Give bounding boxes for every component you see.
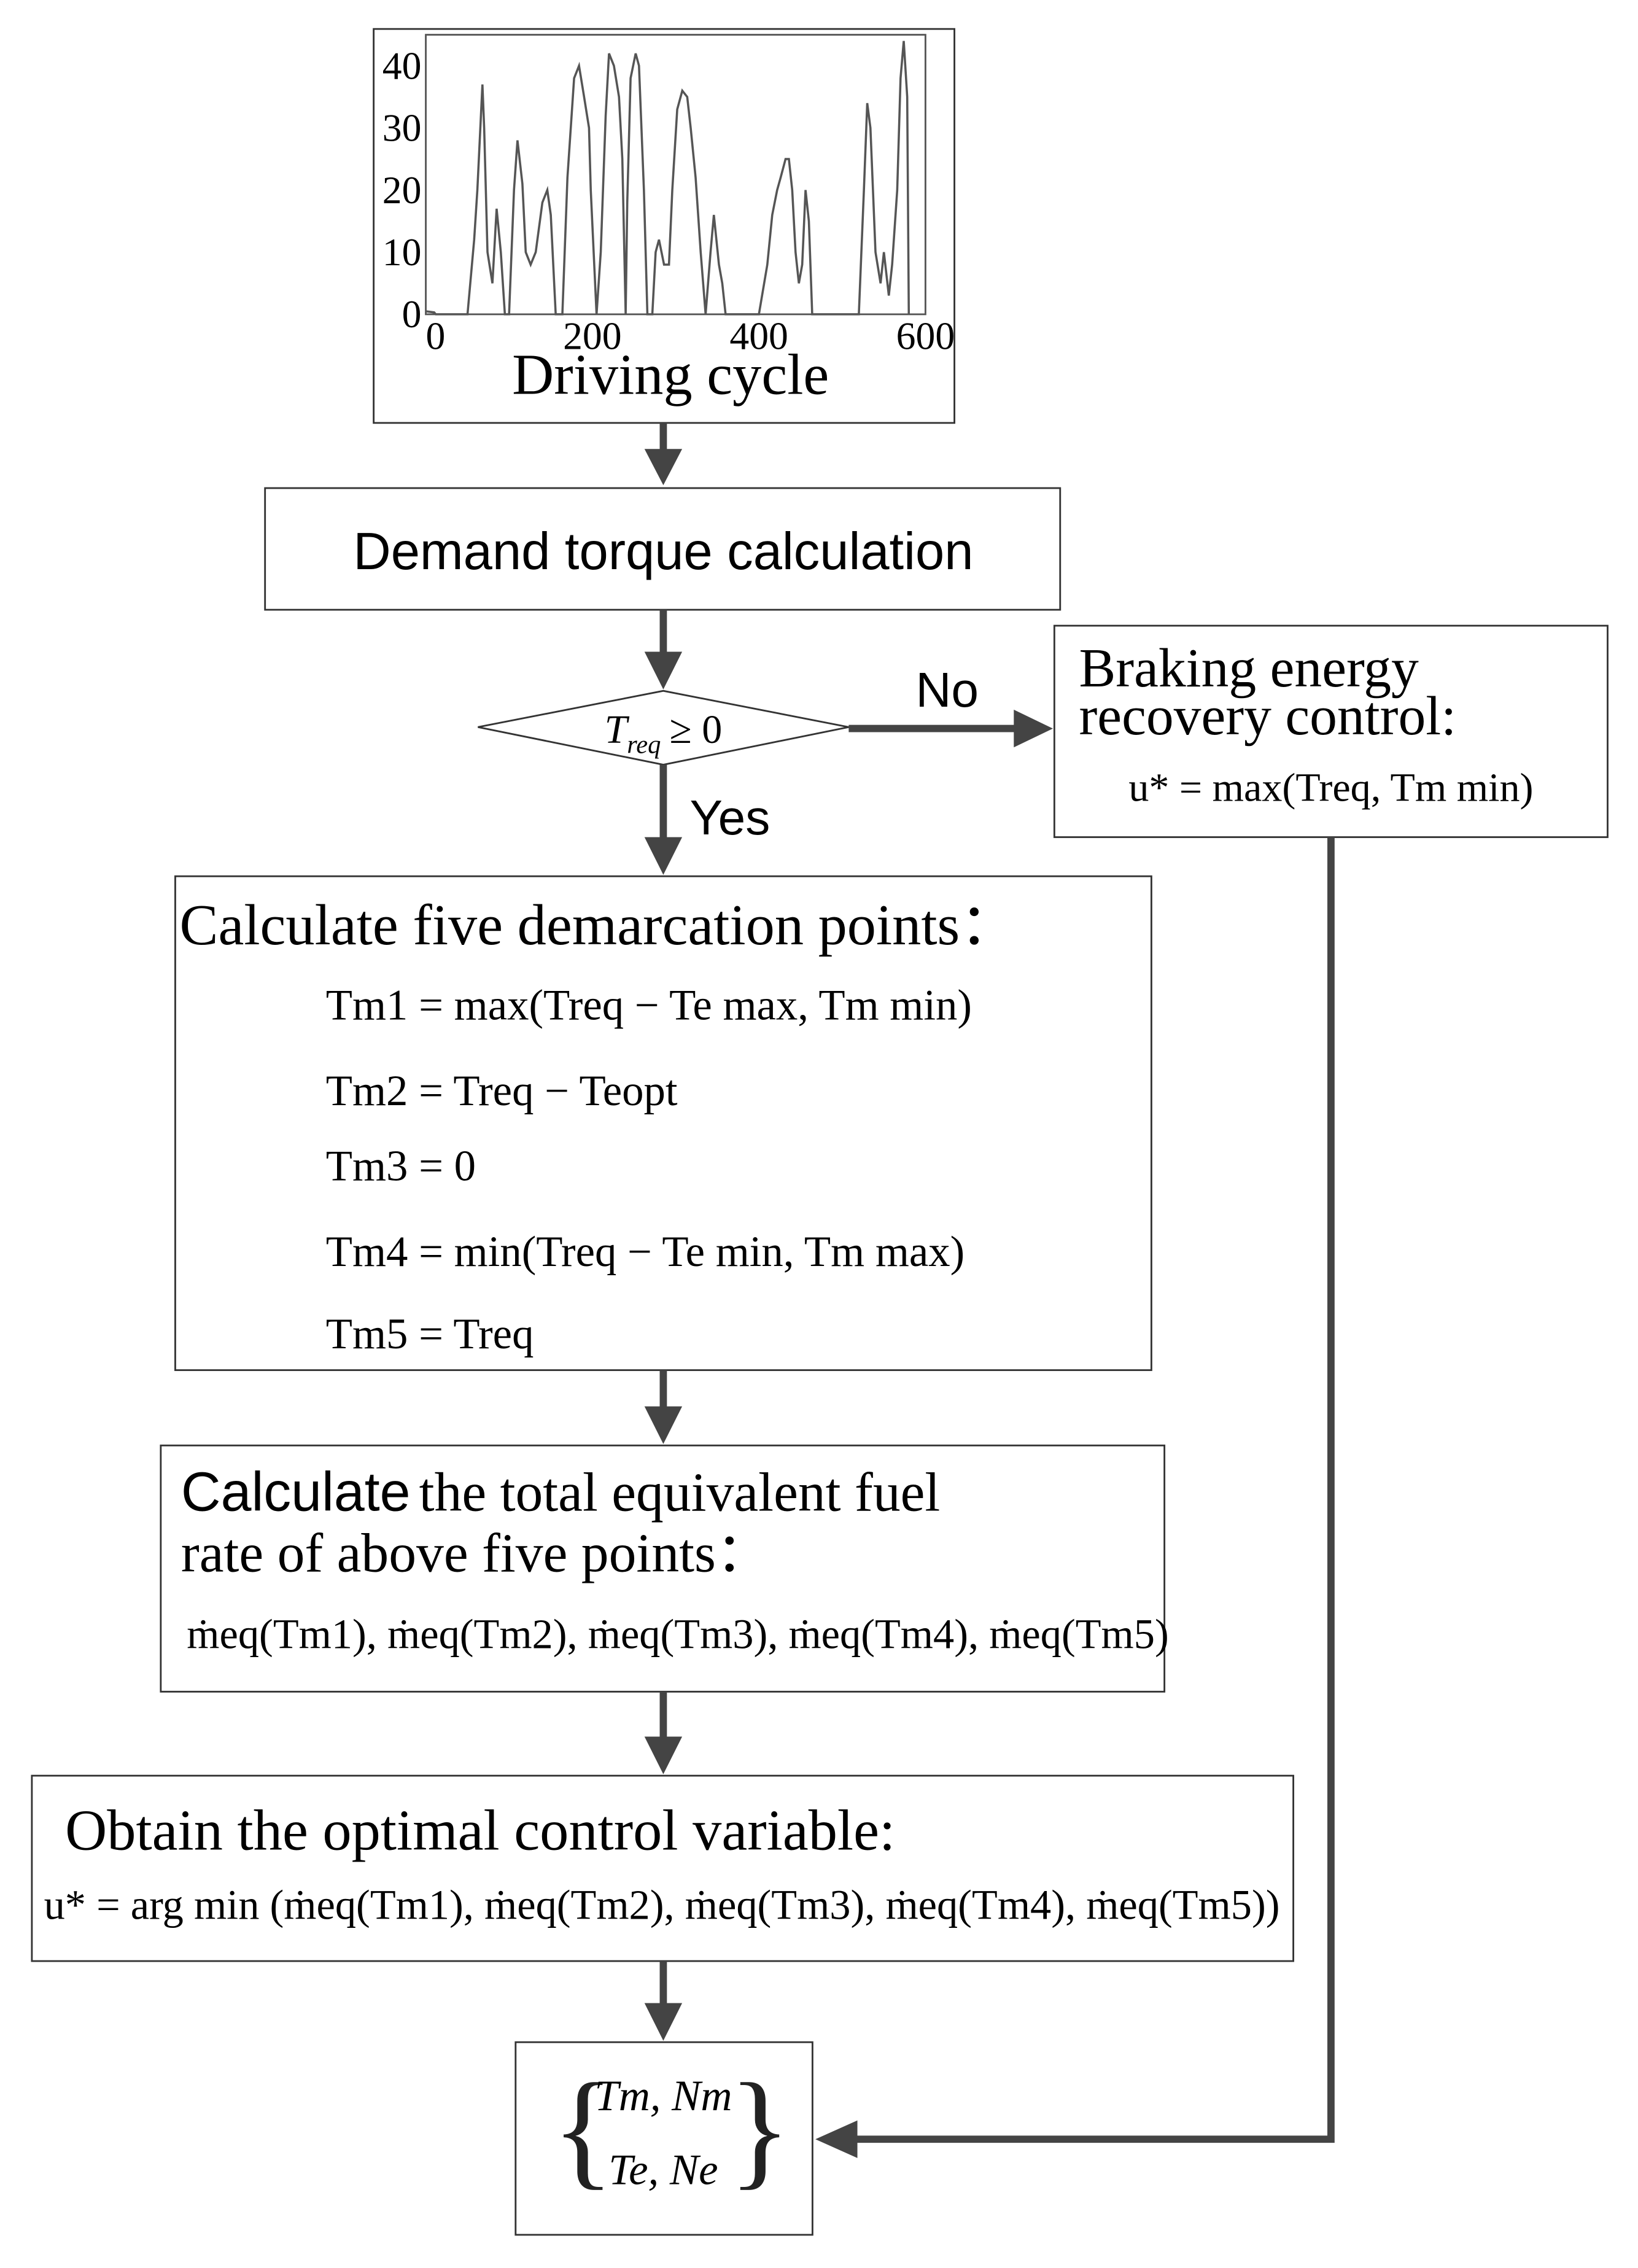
optimal-title: Obtain the optimal control variable: bbox=[65, 1798, 895, 1862]
equation-tm1: Tm1 = max(Treq − Te max, Tm min) bbox=[326, 982, 972, 1030]
braking-title-line2: recovery control: bbox=[1079, 686, 1456, 747]
decision-condition: Treq≥ 0 bbox=[605, 707, 723, 759]
connector-no-to-braking bbox=[848, 709, 1053, 748]
optimal-formula: u* = arg min (ṁeq(Tm1), ṁeq(Tm2), ṁeq(Tm… bbox=[44, 1882, 1280, 1928]
connector-fuel-to-optimal bbox=[644, 1691, 683, 1774]
y-tick-label: 20 bbox=[382, 168, 422, 212]
y-tick-label: 30 bbox=[382, 106, 422, 150]
chart-plot-frame bbox=[425, 34, 926, 316]
no-label: No bbox=[916, 662, 979, 717]
equation-tm3: Tm3 = 0 bbox=[326, 1143, 476, 1190]
y-tick-label: 0 bbox=[402, 292, 422, 336]
braking-formula: u* = max(Treq, Tm min) bbox=[1128, 766, 1533, 810]
fuel-formula: ṁeq(Tm1), ṁeq(Tm2), ṁeq(Tm3), ṁeq(Tm4), … bbox=[187, 1611, 1168, 1658]
demand-torque-label: Demand torque calculation bbox=[353, 522, 973, 580]
output-row1: Tm, Nm bbox=[594, 2072, 732, 2120]
output-row2: Te, Ne bbox=[608, 2146, 718, 2194]
output-right-brace: } bbox=[729, 2057, 791, 2201]
x-tick-label: 200 bbox=[563, 314, 622, 358]
yes-label: Yes bbox=[690, 790, 770, 845]
connector-optimal-to-output bbox=[644, 1961, 683, 2041]
output-left-brace: { bbox=[552, 2057, 615, 2201]
x-tick-label: 0 bbox=[426, 314, 446, 358]
y-tick-label: 40 bbox=[382, 44, 422, 87]
connector-cycle-to-demand bbox=[644, 422, 683, 486]
connector-braking-to-output bbox=[815, 837, 1335, 2158]
equation-tm4: Tm4 = min(Treq − Te min, Tm max) bbox=[326, 1228, 965, 1276]
decision-diamond: Treq≥ 0 bbox=[478, 689, 849, 766]
optimal-control-box: Obtain the optimal control variable: u* … bbox=[31, 1774, 1295, 1962]
equation-tm2: Tm2 = Treq − Teopt bbox=[326, 1067, 678, 1115]
driving-cycle-series-line bbox=[425, 41, 910, 316]
connector-demarcation-to-fuel bbox=[644, 1370, 683, 1444]
demand-torque-box: Demand torque calculation bbox=[264, 487, 1062, 611]
y-tick-labels: 0 10 20 30 40 bbox=[382, 44, 422, 336]
braking-energy-box: Braking energy recovery control: u* = ma… bbox=[1053, 624, 1609, 838]
y-tick-label: 10 bbox=[382, 230, 422, 274]
demarcation-points-box: Calculate five demarcation points： Tm1 =… bbox=[174, 875, 1152, 1372]
x-tick-labels: 0 200 400 600 bbox=[426, 314, 955, 358]
x-tick-label: 600 bbox=[896, 314, 955, 358]
output-box: { } Tm, Nm Te, Ne bbox=[514, 2041, 813, 2236]
x-tick-label: 400 bbox=[729, 314, 788, 358]
fuel-title-line2: rate of above five points： bbox=[181, 1523, 771, 1584]
driving-cycle-caption: Driving cycle bbox=[512, 343, 829, 407]
connector-demand-to-decision bbox=[644, 610, 683, 689]
braking-title-line1: Braking energy bbox=[1079, 638, 1419, 699]
connector-yes-to-demarcation bbox=[644, 764, 683, 875]
equation-tm5: Tm5 = Treq bbox=[326, 1310, 534, 1358]
demarcation-title: Calculate five demarcation points： bbox=[180, 893, 1018, 957]
